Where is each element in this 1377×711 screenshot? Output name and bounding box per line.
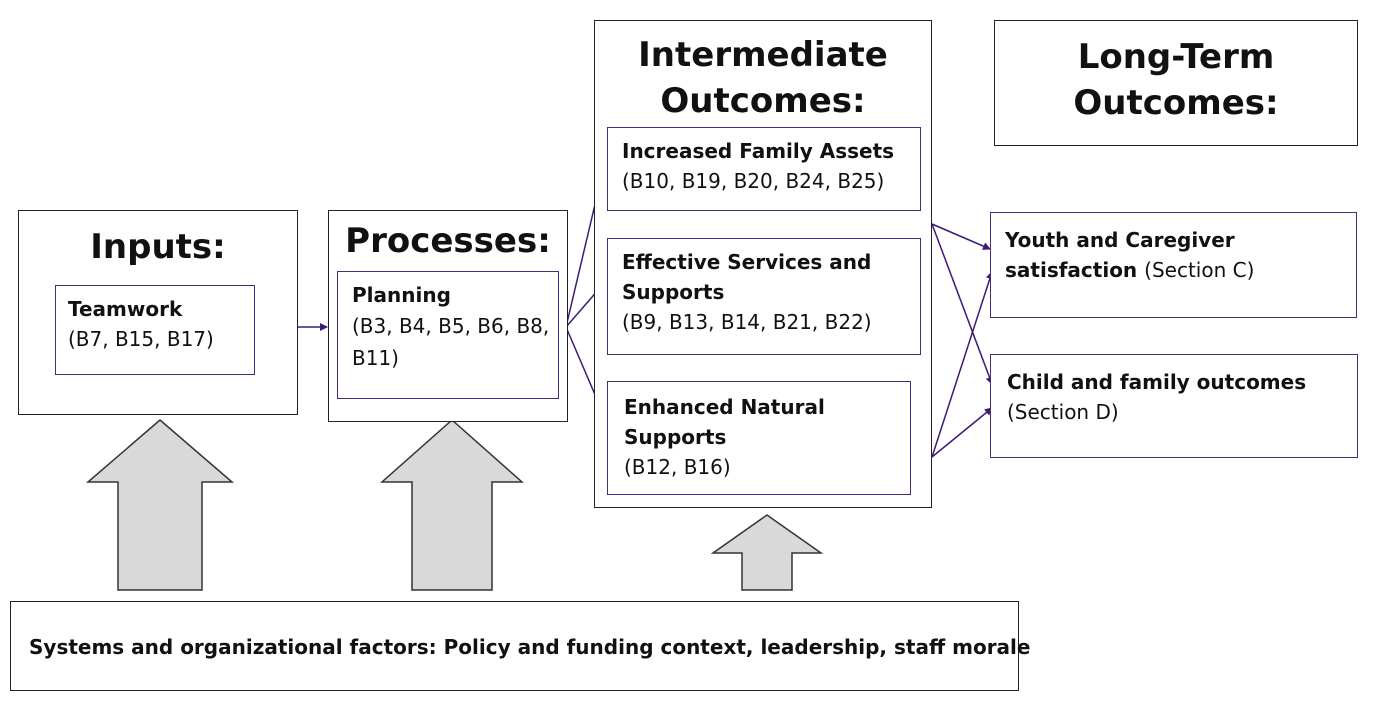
teamwork-title: Teamwork [68,297,183,321]
planning-box: Planning (B3, B4, B5, B6, B8, B11) [337,271,559,399]
long-term-outcomes-box: Long-Term Outcomes: [994,20,1358,146]
arrow-intermediate-bottom-to-child-family [931,407,993,458]
satisfaction-box: Youth and Caregiver satisfaction (Sectio… [990,212,1357,318]
teamwork-box: Teamwork (B7, B15, B17) [55,285,255,375]
processes-box: Processes: Planning (B3, B4, B5, B6, B8,… [328,210,568,422]
arrow-intermediate-top-to-child-family [931,223,994,385]
satisfaction-section: (Section C) [1144,258,1255,282]
arrow-intermediate-bottom-to-satisfaction [931,271,994,458]
effective-services-box: Effective Services and Supports (B9, B13… [607,238,921,355]
inputs-heading: Inputs: [90,227,226,267]
systems-box: Systems and organizational factors: Poli… [10,601,1031,691]
child-family-section: (Section D) [1007,400,1119,424]
satisfaction-title-line1: Youth and Caregiver [1005,228,1235,252]
inputs-box: Inputs: Teamwork (B7, B15, B17) [18,210,298,415]
effective-services-title-line1: Effective Services and [622,250,872,274]
long-term-heading-line1: Long-Term [1077,37,1275,77]
intermediate-heading-line1: Intermediate [638,35,888,75]
natural-supports-title-line2: Supports [624,425,727,449]
block-arrow-inputs [85,419,235,591]
child-family-title: Child and family outcomes [1007,370,1307,394]
processes-heading: Processes: [345,221,551,261]
satisfaction-title-line2-wrap: satisfaction (Section C) [1005,255,1356,285]
intermediate-heading-line2: Outcomes: [660,81,866,121]
effective-services-codes: (B9, B13, B14, B21, B22) [622,310,872,334]
natural-supports-codes: (B12, B16) [624,455,731,479]
family-assets-codes: (B10, B19, B20, B24, B25) [622,169,885,193]
natural-supports-box: Enhanced Natural Supports (B12, B16) [607,381,911,495]
systems-text: Systems and organizational factors: Poli… [29,635,1031,659]
planning-title: Planning [352,283,451,307]
teamwork-codes: (B7, B15, B17) [68,327,214,351]
intermediate-outcomes-box: Intermediate Outcomes: Increased Family … [594,20,932,508]
block-arrow-processes [380,418,524,591]
satisfaction-title-line2: satisfaction [1005,258,1138,282]
effective-services-title-line2: Supports [622,280,725,304]
block-arrow-intermediate [710,514,824,591]
arrow-intermediate-top-to-satisfaction [931,223,991,250]
planning-codes: (B3, B4, B5, B6, B8, B11) [352,314,550,370]
long-term-heading-line2: Outcomes: [1073,83,1279,123]
family-assets-title: Increased Family Assets [622,139,895,163]
natural-supports-title-line1: Enhanced Natural [624,395,825,419]
child-family-box: Child and family outcomes (Section D) [990,354,1358,458]
family-assets-box: Increased Family Assets (B10, B19, B20, … [607,127,921,211]
